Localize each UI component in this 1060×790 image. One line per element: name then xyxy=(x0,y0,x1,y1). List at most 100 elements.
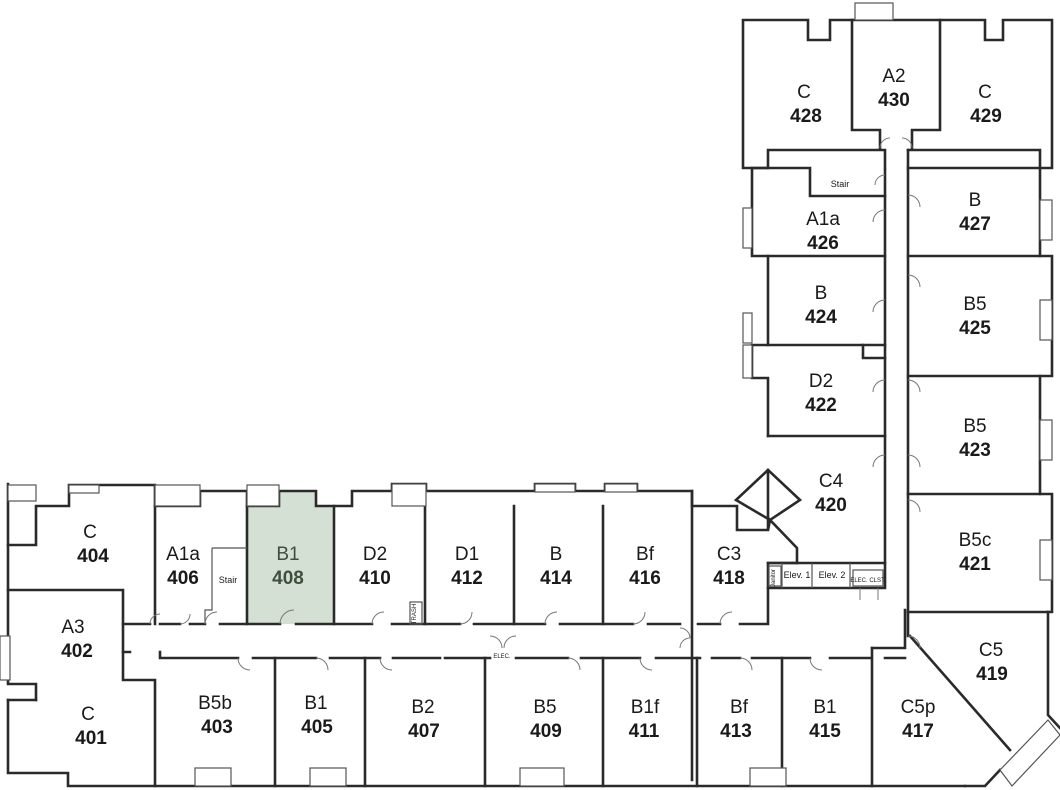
svg-text:429: 429 xyxy=(970,106,1002,127)
svg-text:D2: D2 xyxy=(363,544,387,565)
svg-text:C5p: C5p xyxy=(901,697,936,718)
svg-text:402: 402 xyxy=(61,641,93,662)
svg-text:411: 411 xyxy=(629,721,660,742)
svg-text:A3: A3 xyxy=(61,617,84,638)
interior-walls xyxy=(6,18,1050,788)
unit-401[interactable]: C 401 xyxy=(75,704,107,749)
svg-text:405: 405 xyxy=(301,717,333,738)
unit-416[interactable]: Bf 416 xyxy=(629,544,661,589)
svg-text:B: B xyxy=(550,544,563,565)
svg-text:B: B xyxy=(815,283,828,304)
svg-text:B1f: B1f xyxy=(631,697,660,718)
service-rooms xyxy=(409,565,884,625)
svg-text:B1: B1 xyxy=(304,693,327,714)
svg-text:416: 416 xyxy=(629,568,661,589)
doors xyxy=(149,137,921,671)
svg-text:B: B xyxy=(969,190,982,211)
svg-text:C: C xyxy=(83,522,97,543)
svg-text:424: 424 xyxy=(805,307,837,328)
svg-text:409: 409 xyxy=(530,721,562,742)
svg-text:418: 418 xyxy=(713,568,745,589)
stair-west-label: Stair xyxy=(219,575,238,585)
trash-label: TRASH xyxy=(412,604,418,624)
svg-text:426: 426 xyxy=(807,233,839,254)
svg-text:427: 427 xyxy=(959,214,991,235)
svg-text:C: C xyxy=(797,82,811,103)
svg-text:428: 428 xyxy=(790,106,822,127)
elevator-1-label[interactable]: Elev. 1 xyxy=(784,570,811,580)
elec-label: ELEC. xyxy=(493,654,511,660)
svg-text:419: 419 xyxy=(976,664,1008,685)
unit-408-fill[interactable] xyxy=(247,491,334,624)
svg-text:415: 415 xyxy=(809,721,841,742)
svg-text:401: 401 xyxy=(75,728,107,749)
unit-429[interactable]: C 429 xyxy=(970,82,1002,127)
svg-text:413: 413 xyxy=(720,721,752,742)
svg-text:B5: B5 xyxy=(533,697,556,718)
svg-text:403: 403 xyxy=(201,717,233,738)
svg-text:B2: B2 xyxy=(411,697,434,718)
svg-text:Bf: Bf xyxy=(636,544,655,565)
svg-text:C: C xyxy=(978,82,992,103)
svg-text:C4: C4 xyxy=(819,471,844,492)
unit-428[interactable]: C 428 xyxy=(790,82,822,127)
svg-text:D2: D2 xyxy=(809,371,833,392)
svg-text:C: C xyxy=(81,704,95,725)
svg-text:A1a: A1a xyxy=(166,544,200,565)
svg-text:420: 420 xyxy=(815,495,847,516)
unit-413[interactable]: Bf 413 xyxy=(720,697,752,742)
svg-text:B1: B1 xyxy=(813,697,836,718)
svg-text:404: 404 xyxy=(77,546,109,567)
svg-text:421: 421 xyxy=(959,554,991,575)
stair-north-label: Stair xyxy=(831,179,850,189)
svg-text:C5: C5 xyxy=(979,640,1003,661)
svg-text:423: 423 xyxy=(959,440,991,461)
unit-424[interactable]: B 424 xyxy=(805,283,837,328)
svg-text:406: 406 xyxy=(167,568,199,589)
svg-text:412: 412 xyxy=(451,568,483,589)
unit-404[interactable]: C 404 xyxy=(77,522,109,567)
elec-clst-label: ELEC. CLST. xyxy=(850,578,886,584)
svg-text:407: 407 xyxy=(408,721,440,742)
svg-text:B5: B5 xyxy=(963,294,986,315)
svg-text:430: 430 xyxy=(878,90,910,111)
svg-text:B1: B1 xyxy=(276,544,299,565)
svg-text:D1: D1 xyxy=(455,544,479,565)
svg-text:B5c: B5c xyxy=(959,530,992,551)
svg-text:425: 425 xyxy=(959,318,991,339)
exterior-walls xyxy=(6,18,1060,788)
svg-text:422: 422 xyxy=(805,395,837,416)
unit-427[interactable]: B 427 xyxy=(959,190,991,235)
svg-text:417: 417 xyxy=(902,721,934,742)
unit-414[interactable]: B 414 xyxy=(540,544,572,589)
svg-text:Bf: Bf xyxy=(730,697,749,718)
svg-text:414: 414 xyxy=(540,568,572,589)
elevator-2-label[interactable]: Elev. 2 xyxy=(819,570,846,580)
svg-text:C3: C3 xyxy=(717,544,741,565)
svg-text:B5: B5 xyxy=(963,416,986,437)
